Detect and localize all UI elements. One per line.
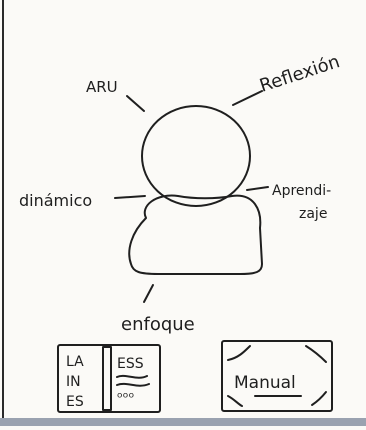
book-right-text: ESS [117,356,144,372]
card-corner-mark-br [311,391,327,406]
label-enfoque: enfoque [121,314,195,335]
book-spine [102,346,112,411]
manual-label: Manual [234,373,296,393]
card-corner-mark-tr [305,345,327,363]
label-aru: ARU [86,78,118,96]
label-aprendizaje-line1: Aprendi- [272,183,331,199]
book-drawing: LA IN ES ESS ᵒᵒᵒ [57,344,161,413]
book-right-marks: ᵒᵒᵒ [117,390,134,406]
connector-enfoque [143,284,154,303]
book-left-line-3: ES [66,394,84,410]
book-squiggle-2 [116,382,150,387]
person-body [128,194,263,275]
connector-aru [126,95,145,112]
card-corner-mark-tl [227,345,251,361]
manual-card-drawing: Manual [221,340,333,412]
connector-aprendizaje [246,186,269,191]
connector-reflexion [232,90,263,106]
label-dinamico: dinámico [19,191,92,210]
label-aprendizaje-line2: zaje [299,206,327,222]
book-left-line-1: LA [66,354,84,370]
bottom-shadow-strip [0,418,366,426]
book-outline [57,344,161,413]
book-left-line-2: IN [66,374,81,390]
book-squiggle-1 [116,374,148,379]
manual-card-outline [221,340,333,412]
label-reflexion: Reflexión [257,51,342,97]
connector-dinamico [114,195,146,199]
card-corner-mark-bl [227,395,243,407]
person-head [141,105,251,207]
